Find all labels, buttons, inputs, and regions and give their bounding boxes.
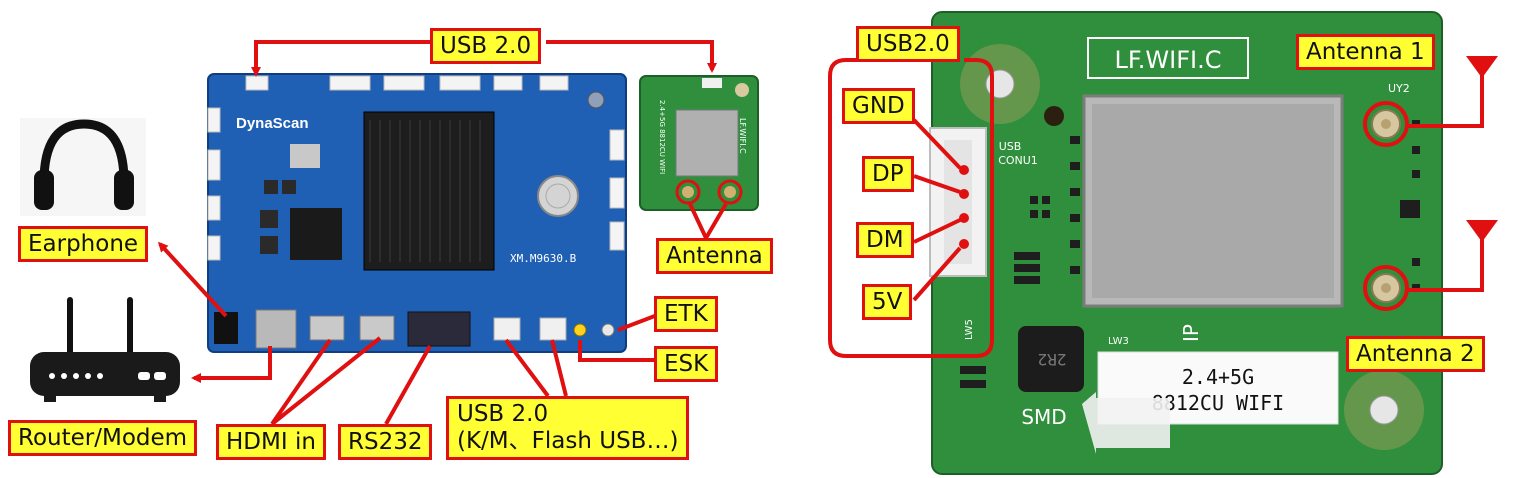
callout-antenna2: Antenna 2 bbox=[1346, 336, 1485, 372]
wifi-board-zoom: LF.WIFI.C USB CONU1 2R2 LW3 LW5 UY2 IP 2… bbox=[929, 11, 1443, 475]
headphones-icon bbox=[20, 118, 146, 216]
main-board: DynaScan XM.M9630.B bbox=[207, 73, 627, 353]
antenna-marker-small-2 bbox=[717, 179, 743, 205]
usb-conn-silk2: CONU1 bbox=[998, 154, 1038, 167]
callout-5v: 5V bbox=[862, 284, 913, 320]
callout-earphone: Earphone bbox=[18, 226, 149, 262]
callout-dp: DP bbox=[862, 156, 914, 192]
callout-antenna1: Antenna 1 bbox=[1296, 34, 1435, 70]
antenna-2-icon bbox=[1466, 220, 1498, 242]
chip-label-line1: 2.4+5G bbox=[1182, 365, 1254, 389]
callout-gnd: GND bbox=[842, 88, 915, 124]
callout-usb20-top: USB 2.0 bbox=[430, 28, 542, 64]
antenna-1-icon bbox=[1466, 56, 1498, 78]
inductor-mark: 2R2 bbox=[1038, 350, 1067, 369]
callout-usb20-bottom-line2: (K/M、Flash USB…) bbox=[457, 428, 679, 454]
callout-usb20-bottom-line1: USB 2.0 bbox=[457, 401, 549, 427]
callout-etk: ETK bbox=[654, 296, 718, 332]
board-model: XM.M9630.B bbox=[510, 252, 577, 265]
callout-antenna: Antenna bbox=[656, 238, 773, 274]
smd-silk: SMD bbox=[1021, 405, 1066, 429]
callout-usb20-bottom: USB 2.0 (K/M、Flash USB…) bbox=[446, 396, 690, 460]
callout-dm: DM bbox=[856, 222, 914, 258]
lw3-silk: LW3 bbox=[1108, 336, 1129, 347]
callout-rs232: RS232 bbox=[338, 424, 433, 460]
usb-conn-silk: USB bbox=[999, 140, 1022, 153]
callout-router: Router/Modem bbox=[8, 420, 198, 456]
wifi-board-small: LF.WIFI.C 2.4+5G 8812CU WIFI bbox=[639, 75, 759, 211]
uy2-silk: UY2 bbox=[1388, 82, 1410, 95]
ip-silk: IP bbox=[1179, 324, 1203, 342]
callout-usb20-right: USB2.0 bbox=[856, 26, 960, 62]
chip-label-line2: 8812CU WIFI bbox=[1152, 391, 1284, 415]
lw5-silk: LW5 bbox=[964, 319, 975, 340]
small-board-silk: LF.WIFI.C bbox=[738, 118, 747, 154]
antenna-marker-small-1 bbox=[675, 179, 701, 205]
small-board-silk-side: 2.4+5G 8812CU WIFI bbox=[658, 100, 666, 174]
router-icon bbox=[30, 297, 180, 402]
board-brand: DynaScan bbox=[236, 115, 309, 132]
zoom-silk-title: LF.WIFI.C bbox=[1114, 46, 1221, 74]
callout-hdmi: HDMI in bbox=[216, 424, 326, 460]
callout-esk: ESK bbox=[654, 346, 719, 382]
arrows-left bbox=[157, 40, 728, 426]
arrows-right bbox=[828, 58, 1484, 358]
